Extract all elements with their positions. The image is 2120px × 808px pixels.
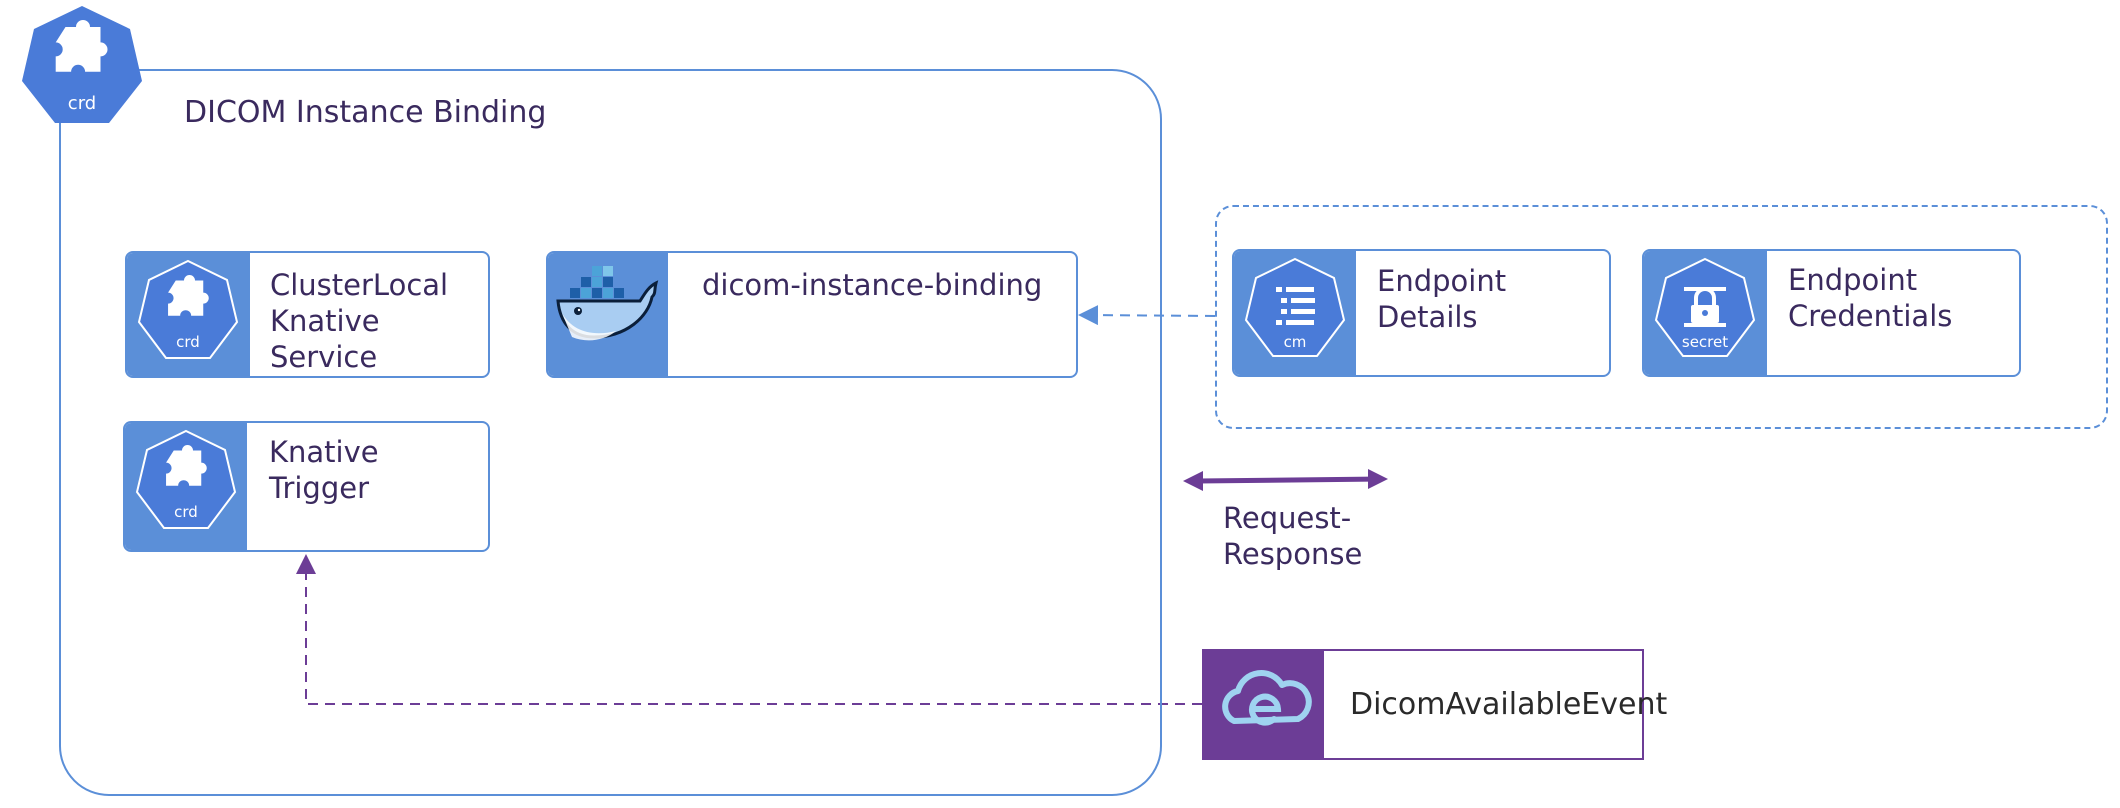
docker-icon-box (548, 253, 668, 376)
docker-whale-icon (556, 266, 659, 341)
dicom-instance-binding-card[interactable]: dicom-instance-binding (546, 251, 1078, 378)
dicom-available-event-card[interactable]: DicomAvailableEvent (1202, 649, 1667, 760)
puzzle-icon (55, 20, 108, 72)
config-to-binding-arrow (1078, 305, 1216, 326)
secret-icon-box: secret (1644, 251, 1767, 375)
list-icon (1276, 287, 1315, 325)
puzzle-icon (166, 445, 207, 486)
label-line: Endpoint (1788, 263, 1918, 297)
label-line: Endpoint (1377, 264, 1507, 298)
label-line: Knative (269, 435, 379, 469)
event-to-trigger-arrow (296, 554, 1202, 705)
crd-icon: crd (137, 259, 239, 359)
label-line: Service (270, 340, 378, 374)
secret-icon-label: secret (1682, 333, 1728, 351)
crd-icon-label: crd (174, 503, 198, 521)
endpoint-config-group (1215, 205, 2108, 429)
crd-icon-box: crd (127, 253, 250, 376)
label-line: Response (1223, 537, 1363, 571)
endpoint-credentials-label: Endpoint Credentials (1788, 262, 1952, 334)
label-line: Credentials (1788, 299, 1953, 333)
clusterlocal-knative-service-card[interactable]: crd ClusterLocal Knative Service (125, 251, 490, 378)
crd-badge-icon: crd (22, 6, 142, 123)
puzzle-icon (168, 275, 209, 316)
frame-title: DICOM Instance Binding (184, 95, 547, 130)
label-line: Trigger (269, 471, 370, 505)
cloudevents-icon-box (1204, 651, 1324, 758)
endpoint-credentials-card[interactable]: secret Endpoint Credentials (1642, 249, 2021, 377)
dicom-available-event-label: DicomAvailableEvent (1350, 687, 1668, 722)
lock-icon (1684, 287, 1726, 327)
request-response-label: Request- Response (1223, 500, 1362, 572)
label-line: Details (1377, 300, 1478, 334)
crd-badge-label: crd (68, 93, 96, 114)
cm-icon-label: cm (1284, 333, 1307, 351)
label-line: Request- (1223, 501, 1352, 535)
endpoint-details-card[interactable]: cm Endpoint Details (1232, 249, 1611, 377)
dicom-instance-binding-frame (59, 69, 1162, 796)
cloudevents-icon (1222, 670, 1312, 726)
endpoint-details-label: Endpoint Details (1377, 263, 1506, 335)
knative-trigger-card[interactable]: crd Knative Trigger (123, 421, 490, 552)
crd-icon: crd (135, 429, 237, 529)
clusterlocal-service-label: ClusterLocal Knative Service (270, 267, 448, 375)
label-line: ClusterLocal (270, 268, 449, 302)
secret-lock-icon: secret (1654, 257, 1756, 357)
configmap-icon: cm (1244, 257, 1346, 357)
dicom-instance-binding-label: dicom-instance-binding (702, 268, 1043, 302)
crd-icon-label: crd (176, 333, 200, 351)
knative-trigger-label: Knative Trigger (269, 434, 379, 506)
request-response-arrow (1183, 469, 1388, 491)
crd-icon-box: crd (125, 423, 247, 550)
cm-icon-box: cm (1234, 251, 1356, 375)
label-line: Knative (270, 304, 380, 338)
